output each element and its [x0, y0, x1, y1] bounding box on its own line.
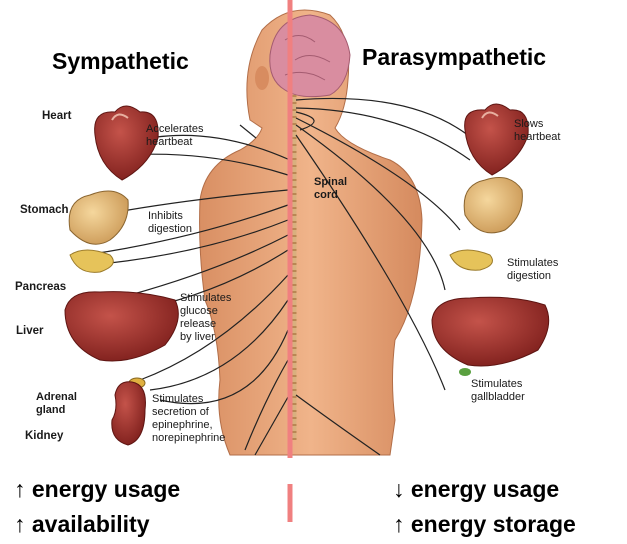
summary-right-line-2: ↑ energy storage: [393, 511, 576, 538]
slows-heartbeat-label: Slows heartbeat: [514, 118, 560, 144]
sym-kidney: [112, 382, 146, 445]
stomach-label: Stomach: [20, 204, 69, 217]
kidney-label: Kidney: [25, 430, 63, 443]
stimulates-secretion-label: Stimulates secretion of epinephrine, nor…: [152, 393, 225, 445]
sympathetic-heading: Sympathetic: [52, 48, 189, 75]
sym-stomach: [69, 191, 128, 244]
para-liver: [432, 297, 549, 376]
heart-label: Heart: [42, 110, 71, 123]
ear: [255, 66, 269, 90]
adrenal-gland-label: Adrenal gland: [36, 391, 77, 417]
summary-left-line-2: ↑ availability: [14, 511, 150, 538]
spinal-cord-label: Spinal cord: [314, 176, 347, 202]
liver-label: Liver: [16, 325, 44, 338]
summary-left-line-1: ↑ energy usage: [14, 476, 180, 503]
stimulates-gallbladder-label: Stimulates gallbladder: [471, 378, 525, 404]
summary-right-line-1: ↓ energy usage: [393, 476, 559, 503]
accelerates-heartbeat-label: Accelerates heartbeat: [146, 123, 203, 149]
inhibits-digestion-label: Inhibits digestion: [148, 210, 192, 236]
stimulates-digestion-label: Stimulates digestion: [507, 257, 558, 283]
sym-liver: [65, 292, 178, 361]
pancreas-label: Pancreas: [15, 281, 66, 294]
stimulates-glucose-release-label: Stimulates glucose release by liver: [180, 292, 231, 344]
sym-pancreas: [70, 250, 113, 272]
parasympathetic-heading: Parasympathetic: [362, 44, 546, 71]
